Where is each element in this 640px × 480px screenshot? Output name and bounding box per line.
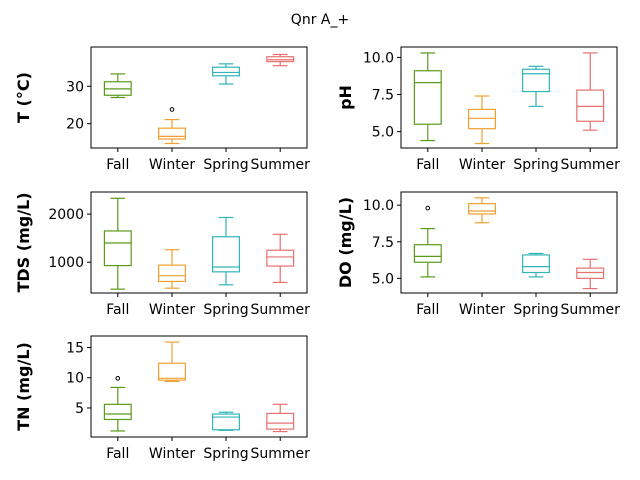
y-tick-label: 7.5 xyxy=(372,235,394,251)
x-tick-label: Winter xyxy=(149,157,195,173)
axes-frame xyxy=(400,46,618,149)
y-tick-label: 1000 xyxy=(48,255,84,271)
box-iqr xyxy=(576,267,605,279)
box-summer xyxy=(266,233,295,284)
box-fall xyxy=(413,52,442,142)
x-tick-label: Summer xyxy=(251,302,311,318)
x-tick-label: Winter xyxy=(149,446,195,462)
y-axis-label: DO (mg/L) xyxy=(336,197,355,288)
box-summer xyxy=(266,403,295,433)
box-iqr xyxy=(522,254,550,274)
x-tick-label: Summer xyxy=(251,157,311,173)
box-spring xyxy=(212,216,240,286)
x-tick-label: Fall xyxy=(416,302,439,318)
box-spring xyxy=(522,252,550,278)
box-winter xyxy=(158,341,186,382)
box-iqr xyxy=(103,403,132,421)
x-tick-label: Spring xyxy=(513,302,558,318)
box-spring xyxy=(212,63,240,85)
outlier-point xyxy=(169,107,175,112)
axes-frame xyxy=(400,191,618,294)
x-tick-label: Fall xyxy=(106,446,129,462)
y-tick-label: 5 xyxy=(75,401,84,417)
x-tick-label: Fall xyxy=(416,157,439,173)
box-fall xyxy=(103,197,132,290)
x-tick-label: Spring xyxy=(203,157,248,173)
x-tick-label: Fall xyxy=(106,302,129,318)
y-tick-label: 10.0 xyxy=(363,50,394,66)
box-summer xyxy=(576,52,605,131)
x-tick-label: Summer xyxy=(561,302,621,318)
box-iqr xyxy=(468,108,496,130)
y-axis-label: T (°C) xyxy=(14,72,33,123)
x-tick-label: Fall xyxy=(106,157,129,173)
y-tick-label: 10.0 xyxy=(363,198,394,214)
box-fall xyxy=(413,227,442,278)
box-iqr xyxy=(103,230,132,267)
box-iqr xyxy=(158,127,186,140)
box-iqr xyxy=(158,264,186,283)
box-winter xyxy=(158,249,186,289)
outlier-point xyxy=(115,376,121,381)
y-tick-label: 5.0 xyxy=(372,125,394,141)
box-spring xyxy=(212,411,240,431)
x-tick-label: Winter xyxy=(459,302,505,318)
box-iqr xyxy=(212,413,240,431)
x-tick-label: Summer xyxy=(561,157,621,173)
y-tick-label: 7.5 xyxy=(372,88,394,104)
box-iqr xyxy=(413,244,442,263)
box-iqr xyxy=(522,68,550,93)
y-axis-label: TDS (mg/L) xyxy=(14,192,33,292)
box-iqr xyxy=(468,203,496,215)
x-tick-label: Summer xyxy=(251,446,311,462)
y-tick-label: 5.0 xyxy=(372,271,394,287)
box-winter xyxy=(468,95,496,145)
y-axis-label: TN (mg/L) xyxy=(14,342,33,431)
box-iqr xyxy=(266,249,295,267)
box-fall xyxy=(103,386,132,432)
box-fall xyxy=(103,73,132,99)
box-summer xyxy=(266,53,295,67)
y-tick-label: 10 xyxy=(66,371,84,387)
x-tick-label: Spring xyxy=(513,157,558,173)
y-tick-label: 30 xyxy=(66,79,84,95)
box-spring xyxy=(522,65,550,108)
box-iqr xyxy=(212,236,240,273)
box-summer xyxy=(576,258,605,290)
axes-frame xyxy=(90,335,308,438)
y-tick-label: 20 xyxy=(66,117,84,133)
y-tick-label: 2000 xyxy=(48,207,84,223)
figure-title: Qnr A_+ xyxy=(291,12,349,28)
x-tick-label: Winter xyxy=(459,157,505,173)
outlier-point xyxy=(425,205,431,211)
box-iqr xyxy=(266,412,295,430)
box-iqr xyxy=(158,362,186,381)
x-tick-label: Spring xyxy=(203,446,248,462)
box-iqr xyxy=(413,70,442,125)
x-tick-label: Spring xyxy=(203,302,248,318)
axes-frame xyxy=(90,191,308,294)
y-axis-label: pH xyxy=(336,85,355,110)
box-winter xyxy=(158,118,186,145)
box-winter xyxy=(468,197,496,224)
axes-frame xyxy=(90,46,308,149)
x-tick-label: Winter xyxy=(149,302,195,318)
box-iqr xyxy=(576,89,605,122)
box-iqr xyxy=(212,66,240,77)
y-tick-label: 15 xyxy=(66,340,84,356)
